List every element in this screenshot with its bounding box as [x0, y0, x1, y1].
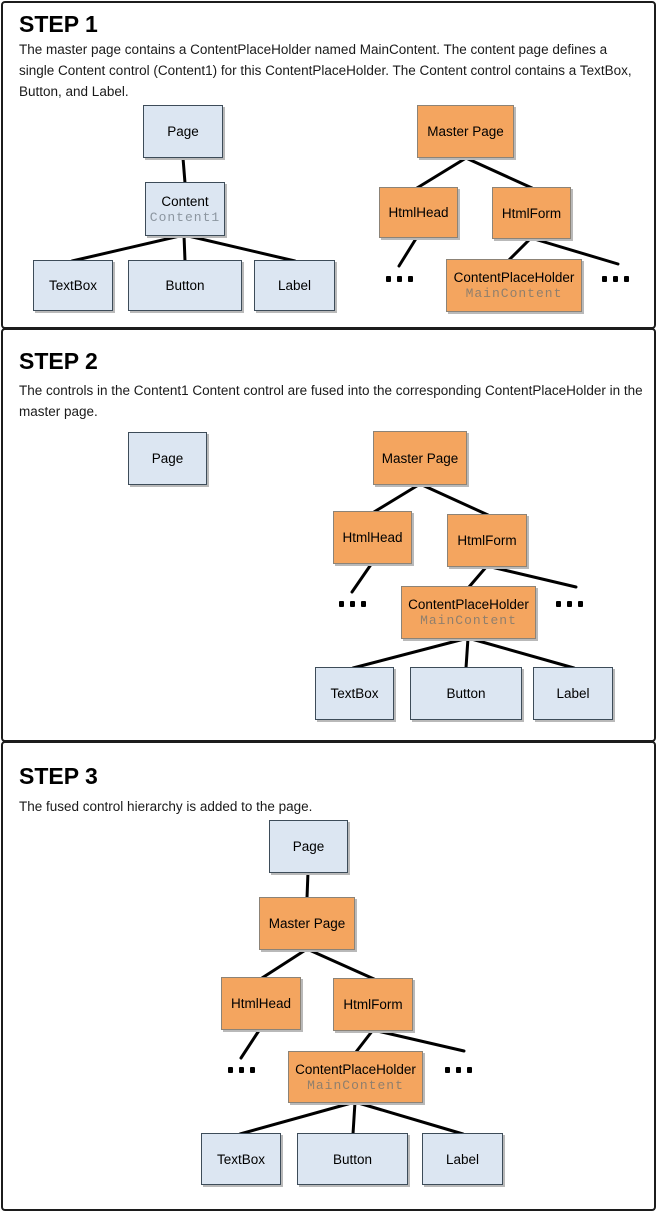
step2-description: The controls in the Content1 Content con… — [19, 383, 643, 419]
step2-panel: STEP 2 The controls in the Content1 Cont… — [1, 328, 656, 742]
step1-panel: STEP 1 The master page contains a Conten… — [1, 1, 656, 329]
step1-description: The master page contains a ContentPlaceH… — [19, 42, 632, 99]
step3-title: STEP 3 — [19, 763, 98, 789]
step1-title: STEP 1 — [19, 11, 98, 37]
step3-panel: STEP 3 The fused control hierarchy is ad… — [1, 741, 656, 1211]
step3-description: The fused control hierarchy is added to … — [19, 799, 313, 814]
step2-title: STEP 2 — [19, 348, 98, 374]
